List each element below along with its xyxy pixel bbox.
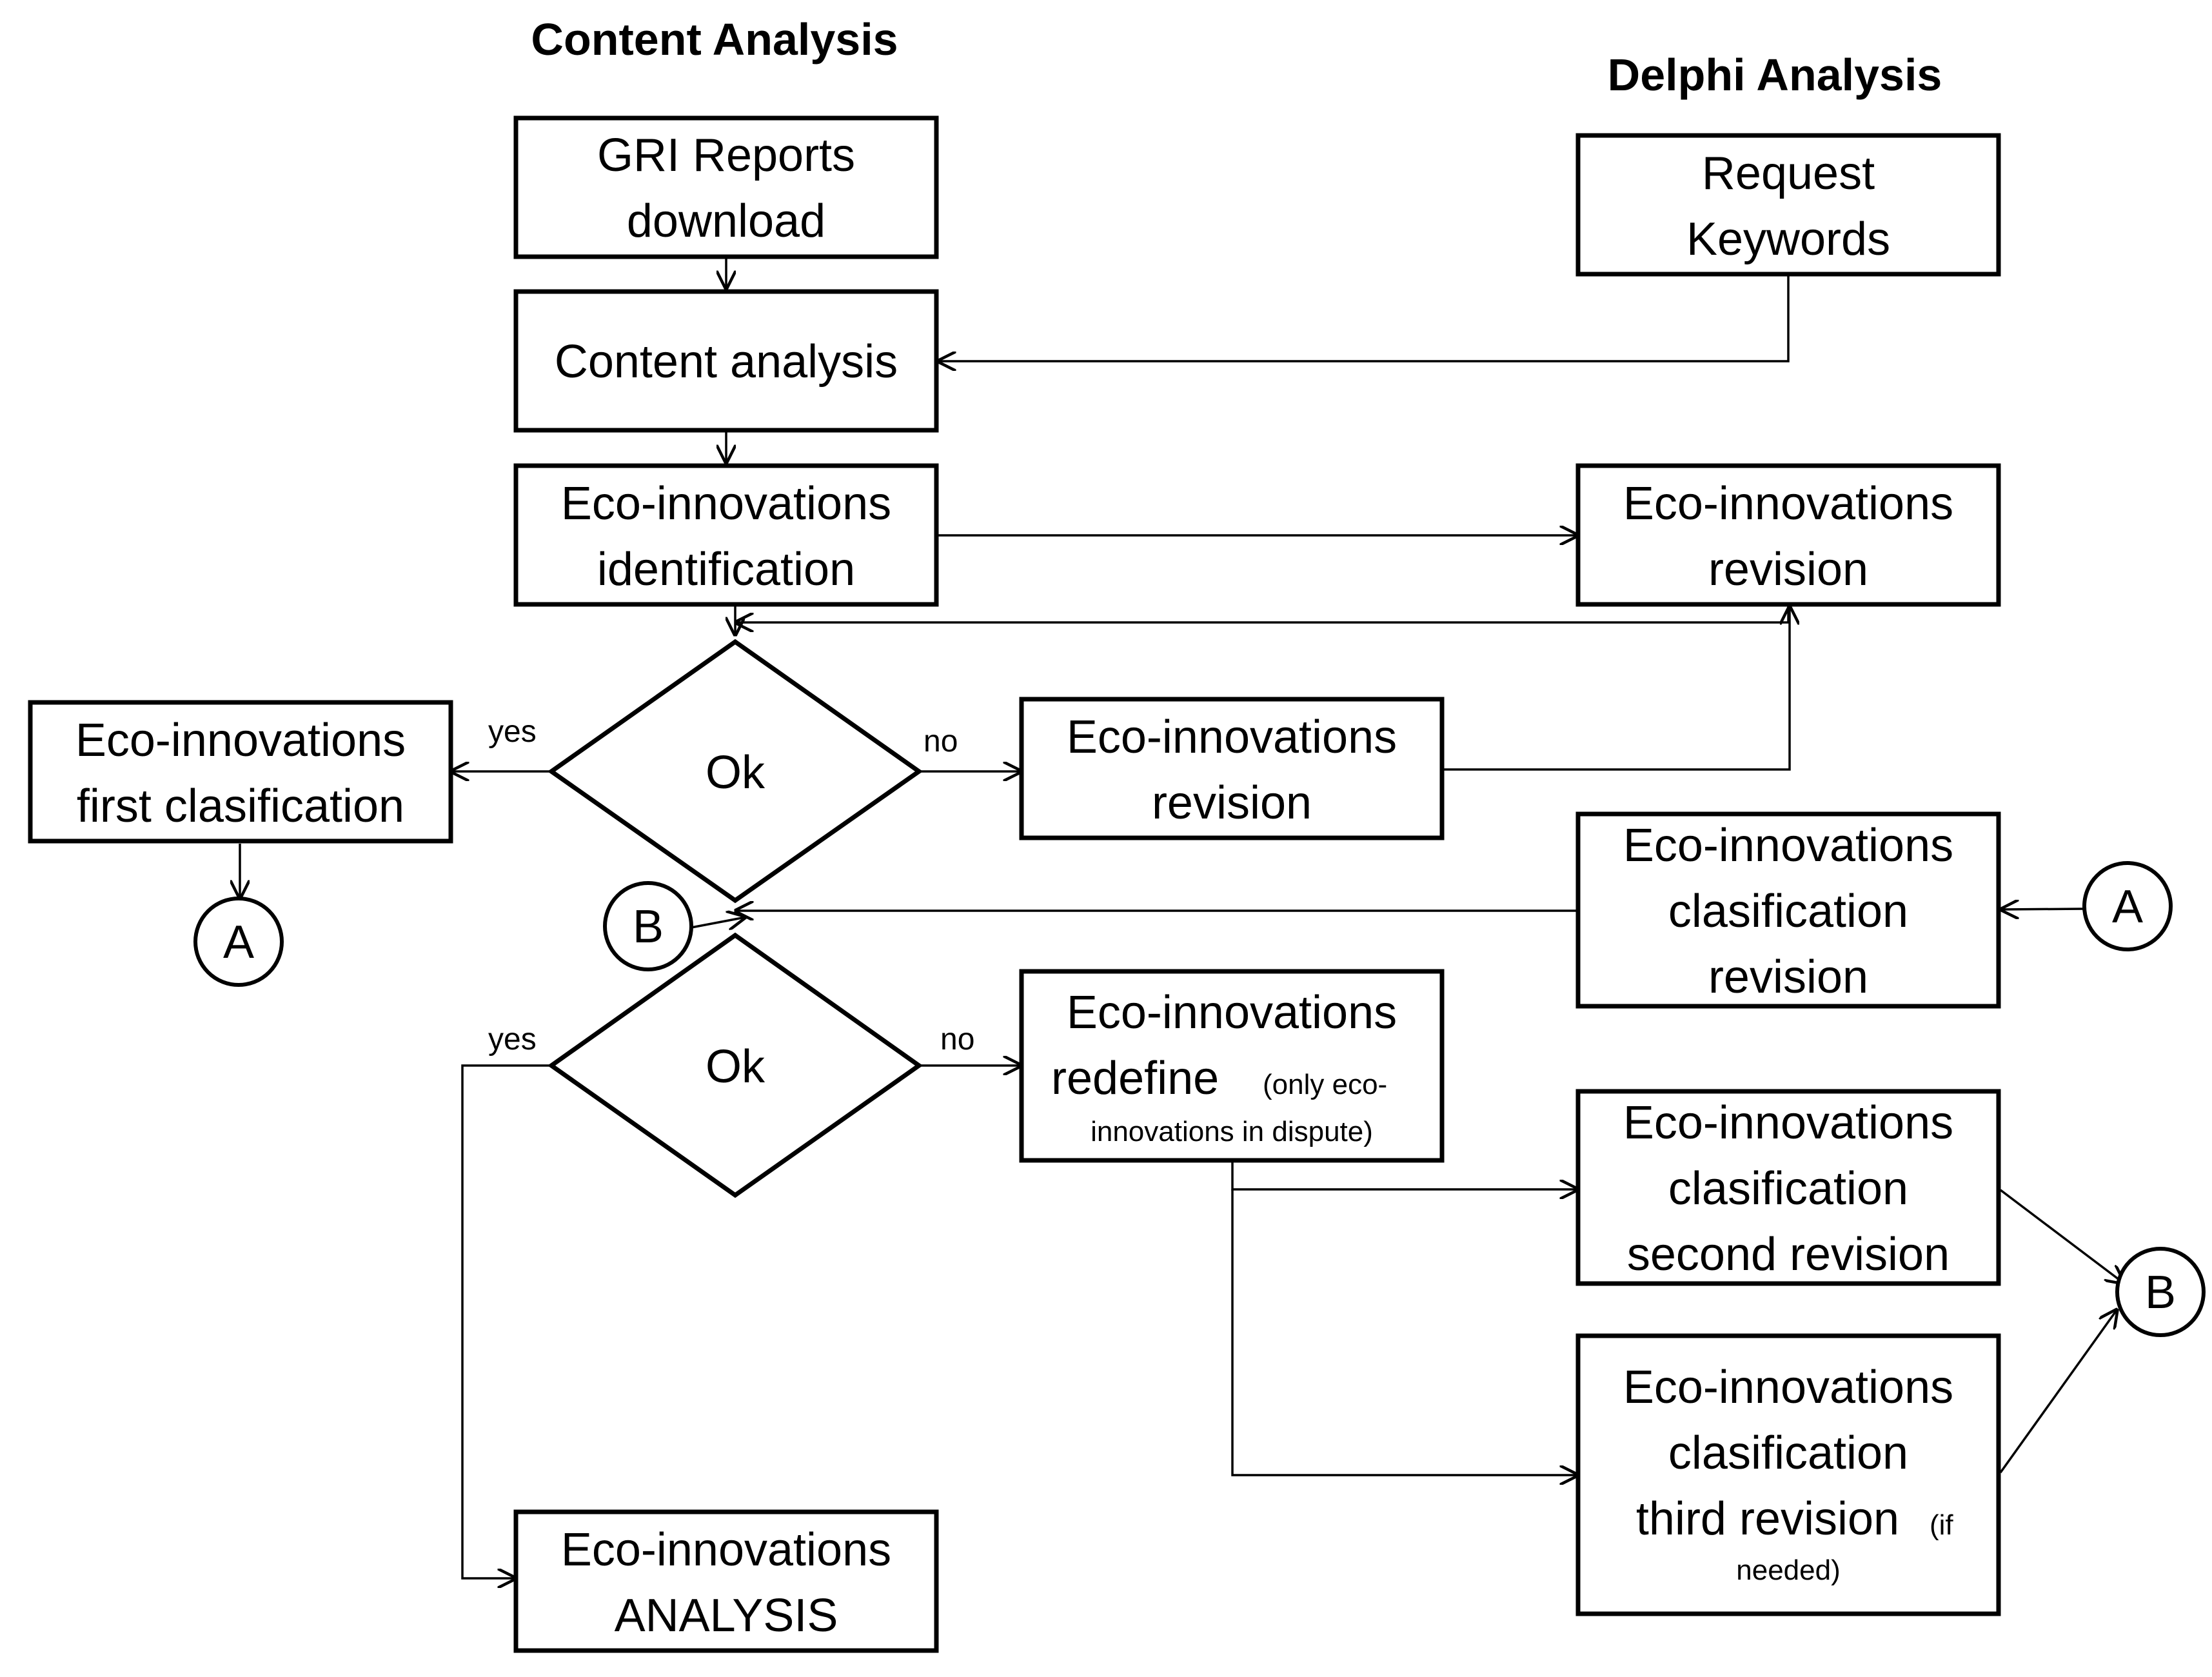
- arrow-keywords-to-content: [938, 274, 1790, 361]
- box-revision-mid-line2: revision: [1152, 777, 1312, 829]
- box-clasification-revision-line2: clasification: [1668, 886, 1908, 937]
- arrow-redefine-to-second: [1231, 1162, 1578, 1189]
- box-redefine-note1: (only eco-: [1263, 1069, 1387, 1100]
- connector-a-right-label: A: [2112, 881, 2143, 933]
- connector-circle-b-left: B: [603, 881, 693, 971]
- box-revision-top: Eco-innovations revision: [1575, 463, 2001, 607]
- box-identification: Eco-innovations identification: [513, 463, 939, 607]
- box-first-clasification-line1: Eco-innovations: [75, 715, 406, 766]
- box-revision-top-line2: revision: [1708, 544, 1868, 595]
- box-revision-top-line1: Eco-innovations: [1623, 478, 1953, 530]
- label-no-2: no: [940, 1022, 974, 1057]
- connector-circle-a-right: A: [2082, 861, 2173, 951]
- arrow-revision-mid-to-top: [1442, 606, 1790, 771]
- decision-diamond-2: Ok: [547, 932, 923, 1198]
- box-third-revision-line3: third revision: [1636, 1493, 1899, 1545]
- box-revision-mid-line1: Eco-innovations: [1067, 711, 1397, 763]
- box-second-revision-line2: clasification: [1668, 1163, 1908, 1215]
- box-content-line1: Content analysis: [555, 336, 898, 388]
- box-second-revision-line1: Eco-innovations: [1623, 1097, 1953, 1149]
- box-revision-mid: Eco-innovations revision: [1019, 697, 1445, 840]
- arrow-third-to-b: [1999, 1309, 2117, 1474]
- box-identification-line1: Eco-innovations: [561, 478, 891, 530]
- decision-2-label: Ok: [706, 1041, 765, 1093]
- box-redefine-line2: redefine: [1051, 1053, 1219, 1104]
- decision-diamond-1: Ok: [547, 639, 923, 904]
- label-yes-1: yes: [488, 715, 537, 749]
- connector-lines: [240, 257, 2124, 1578]
- box-clasification-revision-line3: revision: [1708, 951, 1868, 1003]
- box-third-revision: Eco-innovations clasification third revi…: [1575, 1333, 2001, 1616]
- header-content-analysis: Content Analysis: [531, 14, 898, 64]
- box-request-line2: Keywords: [1686, 213, 1890, 265]
- box-first-clasification-line2: first clasification: [77, 780, 404, 832]
- box-gri-line1: GRI Reports: [597, 130, 855, 181]
- arrow-revision-feedback: [735, 606, 1790, 622]
- arrow-redefine-to-third: [1231, 1189, 1578, 1475]
- box-gri-reports: GRI Reports download: [513, 115, 939, 259]
- box-second-revision-line3: second revision: [1627, 1229, 1950, 1280]
- box-analysis-line2: ANALYSIS: [615, 1590, 838, 1642]
- box-content-analysis: Content analysis: [513, 289, 939, 433]
- box-third-revision-line1: Eco-innovations: [1623, 1362, 1953, 1413]
- arrow-second-to-b: [1999, 1189, 2124, 1284]
- box-request-keywords: Request Keywords: [1575, 133, 2001, 277]
- box-third-revision-note1: (if: [1930, 1509, 1953, 1541]
- box-redefine-note2: innovations in dispute): [1091, 1116, 1373, 1147]
- box-first-clasification: Eco-innovations first clasification: [28, 700, 453, 844]
- label-yes-2: yes: [488, 1022, 537, 1057]
- box-redefine-line1: Eco-innovations: [1067, 987, 1397, 1038]
- connector-b-left-label: B: [633, 901, 664, 953]
- decision-1-label: Ok: [706, 747, 765, 799]
- connector-circle-b-right: B: [2115, 1247, 2206, 1337]
- box-redefine: Eco-innovations redefine (only eco- inno…: [1019, 969, 1445, 1163]
- box-third-revision-note2: needed): [1736, 1554, 1840, 1586]
- box-request-line1: Request: [1702, 148, 1875, 199]
- box-analysis: Eco-innovations ANALYSIS: [513, 1509, 939, 1653]
- connector-b-right-label: B: [2145, 1267, 2176, 1318]
- connector-circle-a-left: A: [193, 897, 284, 987]
- arrow-b-to-decision2: [691, 917, 746, 928]
- arrow-decision2-yes: [461, 1064, 551, 1578]
- box-gri-line2: download: [627, 195, 825, 247]
- box-analysis-line1: Eco-innovations: [561, 1524, 891, 1576]
- box-third-revision-line2: clasification: [1668, 1427, 1908, 1479]
- box-clasification-revision: Eco-innovations clasification revision: [1575, 811, 2001, 1009]
- connector-a-left-label: A: [223, 917, 254, 968]
- label-no-1: no: [923, 724, 958, 759]
- header-delphi-analysis: Delphi Analysis: [1608, 50, 1942, 100]
- box-identification-line2: identification: [597, 544, 855, 595]
- box-second-revision: Eco-innovations clasification second rev…: [1575, 1089, 2001, 1286]
- box-clasification-revision-line1: Eco-innovations: [1623, 820, 1953, 871]
